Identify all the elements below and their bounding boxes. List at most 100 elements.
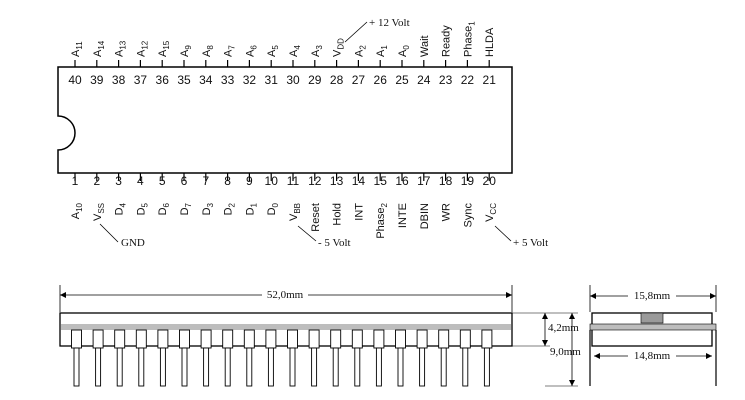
pin-number-10: 10: [265, 174, 279, 188]
side-leg-upper: [135, 329, 147, 349]
side-leg-upper: [373, 329, 385, 349]
pin-label-16: INTE: [397, 203, 409, 228]
plus12-label: + 12 Volt: [369, 17, 410, 29]
side-leg-lower: [138, 347, 145, 387]
side-leg-lower: [311, 347, 318, 387]
pin-number-18: 18: [439, 174, 453, 188]
pin-label-15: Phase2: [375, 202, 389, 238]
pin-number-8: 8: [224, 174, 231, 188]
bottom-pin-row: 1A102VSS3D44D55D66D77D38D29D110D011VBB12…: [70, 173, 498, 239]
plus5-leader: [494, 225, 512, 242]
pin-number-21: 21: [483, 73, 497, 87]
side-leg-upper: [71, 329, 82, 349]
side-leg-upper: [200, 329, 212, 349]
side-leg-upper: [330, 329, 342, 349]
pin-label-14: INT: [353, 203, 365, 221]
pin-label-37: A12: [135, 40, 149, 57]
end-lead-frame: [589, 323, 717, 331]
length-label: 52,0mm: [267, 289, 304, 301]
pin-number-39: 39: [90, 73, 104, 87]
pin-label-23: Ready: [441, 25, 453, 57]
side-leg-upper: [114, 329, 126, 349]
pin-label-25: A0: [397, 45, 411, 57]
pin-label-21: HLDA: [484, 27, 496, 57]
side-leg-upper: [179, 329, 190, 349]
pin-number-33: 33: [221, 73, 235, 87]
side-leg-lower: [203, 347, 210, 387]
pin-number-22: 22: [461, 73, 475, 87]
pin-label-13: Hold: [332, 203, 344, 226]
pin-number-12: 12: [308, 174, 322, 188]
pin-label-12: Reset: [310, 203, 322, 232]
pin-label-32: A6: [244, 45, 258, 57]
pin-label-29: A3: [310, 45, 324, 57]
pin-span-label: 14,8mm: [634, 350, 671, 362]
side-leg-upper: [438, 329, 450, 349]
pin-label-8: D2: [223, 202, 237, 215]
side-leg-lower: [246, 347, 253, 387]
side-leg-upper: [92, 329, 104, 349]
pin-number-25: 25: [395, 73, 409, 87]
pin-number-40: 40: [68, 73, 82, 87]
pin-number-31: 31: [265, 73, 279, 87]
gnd-label: GND: [121, 237, 145, 249]
side-leg-lower: [354, 347, 361, 387]
minus5-label: - 5 Volt: [318, 237, 351, 249]
chip-body: [57, 66, 513, 174]
side-leg-upper: [265, 329, 277, 349]
pin-label-28: VDD: [332, 38, 346, 57]
outer-width-label: 15,8mm: [634, 290, 671, 302]
pin-label-26: A1: [375, 45, 389, 57]
pin-label-17: DBIN: [419, 203, 431, 229]
side-leg-lower: [224, 347, 231, 387]
pin-label-11: VBB: [288, 203, 302, 221]
pin-number-17: 17: [417, 174, 431, 188]
pin-label-35: A9: [179, 45, 193, 57]
pin-number-2: 2: [93, 174, 100, 188]
pin-number-27: 27: [352, 73, 366, 87]
pin-number-29: 29: [308, 73, 322, 87]
pin-label-31: A5: [266, 45, 280, 57]
side-leg-upper: [157, 329, 169, 349]
pin-label-40: A11: [70, 41, 84, 57]
pin-number-36: 36: [156, 73, 170, 87]
pin-number-28: 28: [330, 73, 344, 87]
side-leg-lower: [181, 347, 188, 387]
side-leg-lower: [95, 347, 102, 387]
side-leg-lower: [397, 347, 404, 387]
pin-number-26: 26: [374, 73, 388, 87]
pin-label-6: D7: [179, 202, 193, 215]
pin-number-1: 1: [72, 174, 79, 188]
pin-number-15: 15: [374, 174, 388, 188]
pin-label-4: D5: [135, 202, 149, 215]
pin-label-9: D1: [244, 202, 258, 215]
pin-label-7: D3: [201, 202, 215, 215]
pin-number-11: 11: [287, 174, 300, 188]
pin-label-27: A2: [353, 45, 367, 57]
pin-number-37: 37: [134, 73, 148, 87]
side-leg-lower: [462, 347, 469, 387]
pin-number-13: 13: [330, 174, 344, 188]
side-leg-lower: [116, 347, 123, 387]
pin-label-19: Sync: [462, 203, 474, 228]
pin-label-34: A8: [201, 45, 215, 57]
side-leg-row: [71, 329, 493, 387]
side-leg-upper: [395, 329, 406, 349]
end-notch: [640, 312, 664, 324]
pin-number-32: 32: [243, 73, 257, 87]
pin-number-16: 16: [395, 174, 409, 188]
side-leg-upper: [308, 329, 320, 349]
pin-label-36: A15: [157, 40, 171, 57]
pin-label-38: A13: [114, 40, 128, 57]
side-leg-upper: [222, 329, 234, 349]
minus5-leader: [297, 225, 317, 242]
side-leg-lower: [289, 347, 296, 387]
plus5-label: + 5 Volt: [513, 237, 548, 249]
pin-number-23: 23: [439, 73, 453, 87]
pin-number-7: 7: [202, 174, 209, 188]
pin-number-38: 38: [112, 73, 126, 87]
pin-number-6: 6: [181, 174, 188, 188]
body-height-label: 4,2mm: [548, 322, 579, 334]
plus12-leader: [344, 21, 368, 43]
